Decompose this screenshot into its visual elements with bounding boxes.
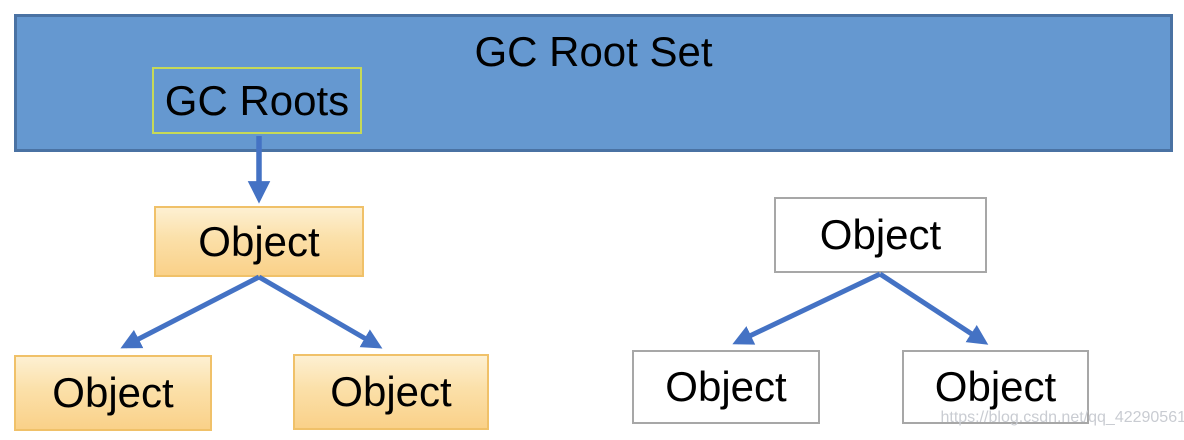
object-label: Object	[52, 369, 174, 416]
object-label: Object	[665, 363, 787, 410]
object-label: Object	[198, 217, 320, 265]
arrow-right-root-to-child2	[878, 271, 989, 345]
gc-roots-box: GC Roots	[152, 67, 362, 134]
arrow-left-root-to-child2	[257, 274, 383, 349]
unreachable-child-object-2: Object	[902, 350, 1089, 424]
reachable-root-object: Object	[154, 206, 364, 277]
unreachable-child-object-1: Object	[632, 350, 820, 424]
unreachable-root-object: Object	[774, 197, 987, 273]
object-label: Object	[330, 368, 452, 415]
gc-roots-label: GC Roots	[164, 76, 350, 124]
object-label: Object	[819, 211, 942, 258]
watermark-url: https://blog.csdn.net/qq_42290561	[940, 409, 1184, 426]
object-label: Object	[934, 363, 1057, 410]
reachable-child-object-2: Object	[293, 354, 489, 430]
reachable-child-object-1: Object	[14, 355, 212, 431]
gc-root-set-banner: GC Root Set	[14, 14, 1173, 152]
arrow-right-root-to-child1	[732, 271, 882, 345]
arrow-left-root-to-child1	[120, 274, 261, 349]
gc-root-set-title: GC Root Set	[474, 28, 713, 75]
